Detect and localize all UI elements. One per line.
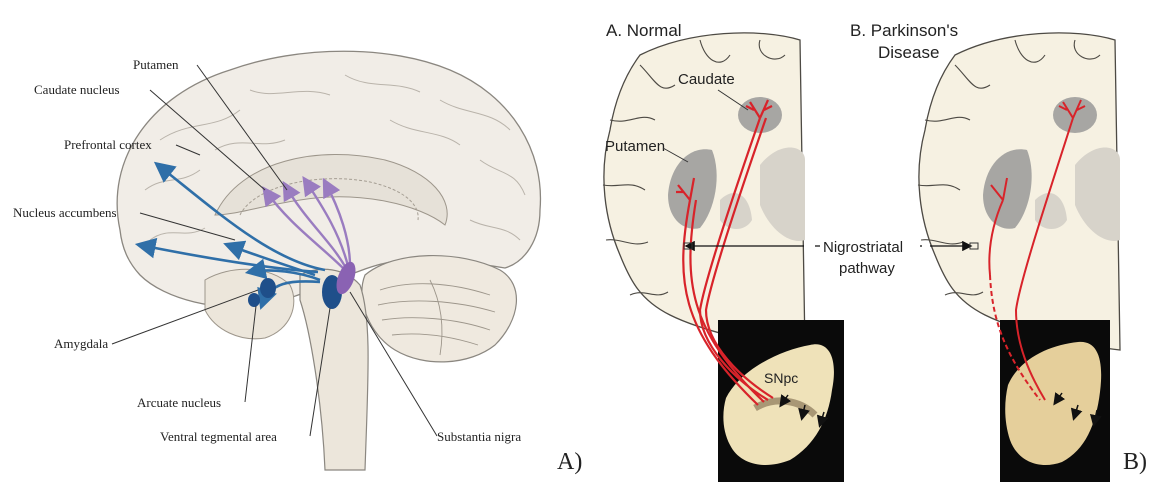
label-caudate: Caudate (678, 71, 735, 88)
arcuate-node (248, 293, 260, 307)
pathway-label-line2: pathway (839, 260, 895, 277)
label-putamen: Putamen (133, 57, 179, 72)
amygdala-node (260, 278, 276, 298)
panel-a: Putamen Caudate nucleus Prefrontal corte… (13, 51, 582, 475)
label-nucleus-accumbens: Nucleus accumbens (13, 205, 117, 220)
pathway-label-line1: Nigrostriatal (823, 239, 903, 256)
normal-title: A. Normal (606, 21, 682, 40)
panel-letter-b: B) (1123, 449, 1147, 475)
pd-title-line2: Disease (878, 43, 939, 62)
label-caudate-nucleus: Caudate nucleus (34, 82, 120, 97)
normal-caudate (738, 97, 782, 133)
cerebellum (362, 256, 517, 362)
label-substantia-nigra: Substantia nigra (437, 429, 521, 444)
panel-b: A. Normal B. Parkinson's Disease Caudate… (603, 21, 1147, 482)
label-ventral-tegmental-area: Ventral tegmental area (160, 429, 277, 444)
label-amygdala: Amygdala (54, 336, 108, 351)
pd-title-line1: B. Parkinson's (850, 21, 958, 40)
label-arcuate-nucleus: Arcuate nucleus (137, 395, 221, 410)
label-snpc: SNpc (764, 370, 798, 386)
label-putamen-b: Putamen (605, 138, 665, 155)
label-prefrontal-cortex: Prefrontal cortex (64, 137, 152, 152)
panel-letter-a: A) (557, 449, 582, 475)
